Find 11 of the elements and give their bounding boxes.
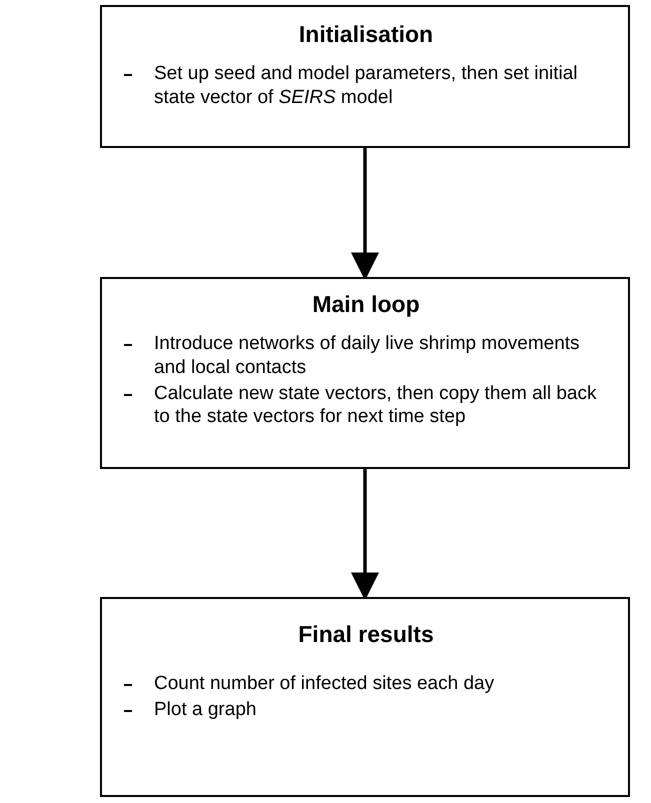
bullet-text: Introduce networks of daily live shrimp movements and local contacts <box>154 333 580 378</box>
bullet-text: Set up seed and model parameters, then set initial state vector of SEIRS model <box>154 63 578 108</box>
process-box <box>100 597 630 797</box>
bullet-text: Calculate new state vectors, then copy them all back to the state vectors for next time step <box>154 382 597 428</box>
bullet-text: Count number of infected sites each day <box>154 673 494 694</box>
box-heading: Final results <box>297 621 435 648</box>
bullet-text: Plot a graph <box>154 698 256 720</box>
box-heading: Initialisation <box>298 21 434 48</box>
process-box <box>100 277 630 469</box>
box-heading: Main loop <box>311 291 421 318</box>
process-box <box>100 5 630 148</box>
